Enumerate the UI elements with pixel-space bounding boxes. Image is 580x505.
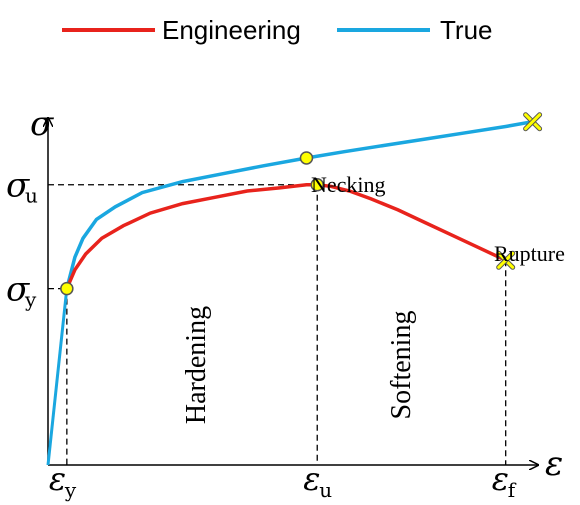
markers xyxy=(60,112,543,296)
svg-text:σ: σ xyxy=(6,166,30,206)
x-tick-label-epsilon-y: ε y xyxy=(49,460,77,502)
legend-label-true: True xyxy=(440,15,493,45)
svg-text:ε: ε xyxy=(49,460,66,498)
svg-text:f: f xyxy=(508,478,517,502)
marker-rupture-eng xyxy=(496,250,516,270)
svg-text:ε: ε xyxy=(303,460,320,498)
svg-text:y: y xyxy=(64,478,77,502)
legend-label-engineering: Engineering xyxy=(162,15,301,45)
svg-text:u: u xyxy=(319,478,332,502)
legend: Engineering True xyxy=(62,15,493,45)
series-line-engineering xyxy=(65,182,507,290)
svg-text:u: u xyxy=(25,184,38,208)
svg-text:σ: σ xyxy=(6,270,30,310)
x-tick-label-epsilon-u: ε u xyxy=(303,460,332,502)
annotation-rupture: Rupture xyxy=(494,241,565,266)
y-tick-label-sigma-y: σ y xyxy=(6,270,37,312)
svg-text:y: y xyxy=(24,288,37,312)
marker-yield xyxy=(60,281,74,296)
x-axis-symbol: ε xyxy=(545,444,563,484)
region-label-hardening: Hardening xyxy=(181,306,212,424)
elastic-segment xyxy=(46,288,69,466)
annotation-necking: Necking xyxy=(311,172,386,197)
y-tick-label-sigma-u: σ u xyxy=(6,166,38,208)
region-label-softening: Softening xyxy=(386,311,417,420)
x-tick-label-epsilon-f: ε f xyxy=(492,460,517,502)
series-line-true xyxy=(65,119,533,290)
marker-necking-eng xyxy=(310,177,324,192)
y-axis-symbol: σ xyxy=(30,104,54,144)
marker-rupture-true xyxy=(523,112,543,132)
marker-necking-true xyxy=(299,151,314,165)
svg-text:ε: ε xyxy=(492,460,509,498)
